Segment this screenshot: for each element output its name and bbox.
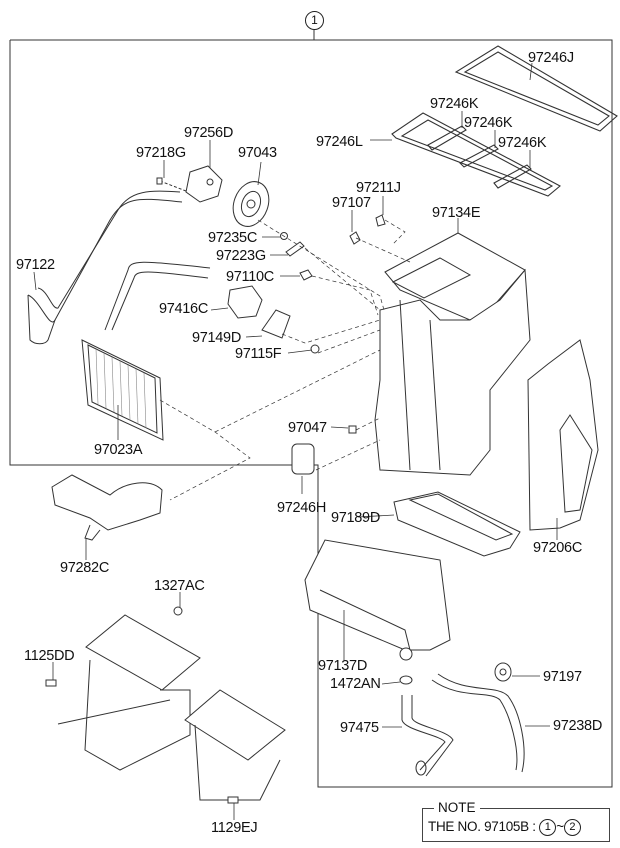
- note-box: [422, 808, 610, 842]
- leader-lines: [33, 62, 558, 820]
- part-label-97246J[interactable]: 97246J: [528, 50, 574, 66]
- part-label-97043[interactable]: 97043: [238, 145, 277, 161]
- actuator-97416C: [227, 285, 263, 319]
- nut-1327AC: [173, 606, 183, 616]
- part-label-97256D[interactable]: 97256D: [184, 125, 233, 141]
- part-label-97122[interactable]: 97122: [16, 257, 55, 273]
- part-label-97282C[interactable]: 97282C: [60, 560, 109, 576]
- seal-97246H: [291, 443, 315, 475]
- part-label-97107[interactable]: 97107: [332, 195, 371, 211]
- part-label-1327AC[interactable]: 1327AC: [154, 578, 205, 594]
- part-label-97238D[interactable]: 97238D: [553, 718, 602, 734]
- filter-frame-97246J: [454, 45, 618, 132]
- clip-97107: [349, 231, 361, 245]
- filter-strip-2: [459, 144, 499, 168]
- pipe-97122: [27, 190, 211, 345]
- note-range-start: 1: [539, 819, 557, 836]
- assembly-frame: [9, 39, 613, 788]
- arm-97149D: [261, 309, 291, 339]
- hvac-housing-97134E: [374, 232, 531, 476]
- part-label-97023A[interactable]: 97023A: [94, 442, 143, 458]
- clip-97211J: [375, 214, 386, 227]
- hose-97475: [401, 695, 454, 777]
- part-label-97223G[interactable]: 97223G: [216, 248, 266, 264]
- filter-strip-3: [493, 164, 532, 189]
- part-label-97134E[interactable]: 97134E: [432, 205, 481, 221]
- part-label-97211J[interactable]: 97211J: [356, 180, 401, 196]
- note-prefix: THE NO. 97105B :: [428, 819, 536, 835]
- part-label-97189D[interactable]: 97189D: [331, 510, 380, 526]
- part-label-1125DD[interactable]: 1125DD: [24, 648, 75, 664]
- duct-97282C: [51, 474, 163, 541]
- bolt-1129EJ: [227, 796, 239, 804]
- part-label-97235C[interactable]: 97235C: [208, 230, 257, 246]
- note-title: NOTE: [434, 801, 480, 815]
- part-label-97110C[interactable]: 97110C: [226, 269, 274, 285]
- bolt-1125DD: [45, 679, 57, 687]
- part-label-97115F[interactable]: 97115F: [235, 346, 282, 362]
- lever-97223G: [285, 241, 305, 257]
- part-label-97149D[interactable]: 97149D: [192, 330, 241, 346]
- part-label-97047[interactable]: 97047: [288, 420, 327, 436]
- clip-97115F: [310, 344, 320, 354]
- note-range-sep: ~: [556, 819, 564, 835]
- blower-fan-97043: [232, 181, 270, 227]
- part-label-97206C[interactable]: 97206C: [533, 540, 582, 556]
- part-label-97137D[interactable]: 97137D: [318, 658, 367, 674]
- note-text: THE NO. 97105B : 1~2: [428, 819, 581, 836]
- tray-97189D: [393, 491, 521, 557]
- part-label-97246K-3[interactable]: 97246K: [498, 135, 547, 151]
- part-label-1472AN[interactable]: 1472AN: [330, 676, 381, 692]
- actuator-97256D: [156, 165, 223, 203]
- part-label-97197[interactable]: 97197: [543, 669, 582, 685]
- note-range-end: 2: [563, 819, 581, 836]
- hose-97238D: [431, 673, 525, 773]
- filter-frame-97246L: [391, 112, 561, 197]
- part-label-97246K-2[interactable]: 97246K: [464, 115, 513, 131]
- filter-strip-1: [427, 125, 467, 151]
- heater-assembly: [57, 614, 286, 801]
- part-label-1129EJ[interactable]: 1129EJ: [211, 820, 258, 836]
- grommet-97197: [494, 662, 512, 682]
- heater-core-97023A: [81, 339, 164, 441]
- clamp-1472AN: [399, 675, 413, 685]
- door-plate-97206C: [527, 339, 599, 531]
- part-label-97218G[interactable]: 97218G: [136, 145, 186, 161]
- part-label-97246L[interactable]: 97246L: [316, 134, 363, 150]
- part-label-97416C[interactable]: 97416C: [159, 301, 208, 317]
- part-label-97475[interactable]: 97475: [340, 720, 379, 736]
- part-label-97246K-1[interactable]: 97246K: [430, 96, 479, 112]
- part-label-97246H[interactable]: 97246H: [277, 500, 326, 516]
- guide-lines: [159, 219, 411, 501]
- lower-case-97137D: [304, 539, 451, 661]
- link-97110C: [299, 269, 313, 281]
- nut-97047: [348, 425, 357, 434]
- assembly-callout-1: 1: [305, 11, 324, 30]
